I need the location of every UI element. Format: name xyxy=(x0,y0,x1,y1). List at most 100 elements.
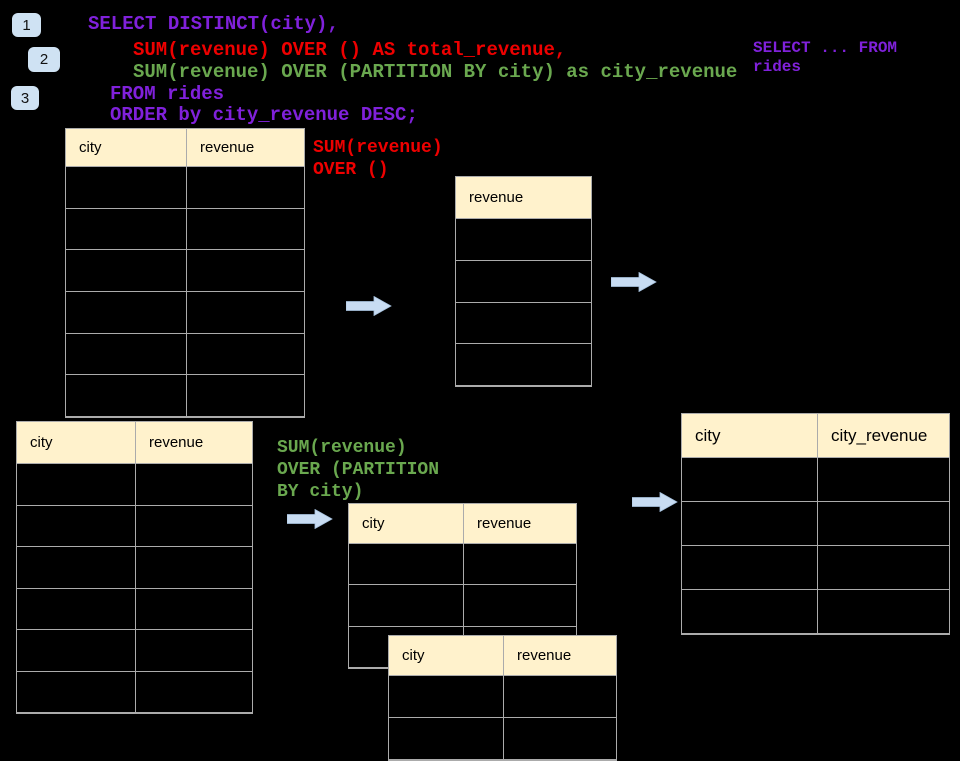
source-table-header-city: city xyxy=(66,129,187,166)
table-empty-cell xyxy=(17,671,136,712)
table-empty-row xyxy=(682,502,949,546)
partition-overlay-table: city revenue xyxy=(388,635,617,761)
table-empty-row xyxy=(17,464,252,506)
table-empty-cell xyxy=(389,718,504,759)
table-empty-cell xyxy=(66,375,187,417)
table-empty-cell xyxy=(818,458,949,501)
total-result-table-header-revenue: revenue xyxy=(456,177,591,218)
table-empty-row xyxy=(66,250,304,293)
sql-line-from: FROM rides xyxy=(110,83,225,105)
table-empty-row xyxy=(66,292,304,334)
total-window-note-line2: OVER () xyxy=(313,160,389,180)
table-empty-cell xyxy=(456,344,591,386)
source-table-header-revenue: revenue xyxy=(187,129,304,166)
table-empty-cell xyxy=(187,333,304,375)
table-empty-cell xyxy=(187,250,304,292)
table-empty-cell xyxy=(66,208,187,250)
table-empty-cell xyxy=(682,458,818,501)
total-window-note: SUM(revenue)OVER () xyxy=(313,137,443,181)
table-empty-cell xyxy=(187,292,304,333)
partition-source-table: city revenue xyxy=(16,421,253,714)
table-empty-cell xyxy=(818,590,949,633)
table-empty-cell xyxy=(389,676,504,717)
arrow-right-icon-total-step2 xyxy=(611,272,657,292)
table-empty-row xyxy=(682,458,949,502)
total-window-note-line1: SUM(revenue) xyxy=(313,138,443,158)
total-result-table-header: revenue xyxy=(456,177,591,219)
table-empty-row xyxy=(66,375,304,417)
arrow-right-icon-total-step1 xyxy=(346,296,392,316)
table-empty-cell xyxy=(17,505,136,546)
table-empty-row xyxy=(17,588,252,630)
arrow-right-icon-partition-step2 xyxy=(632,492,678,512)
partition-window-note-line1: SUM(revenue) xyxy=(277,438,407,458)
table-empty-cell xyxy=(682,546,818,589)
table-empty-row xyxy=(682,546,949,590)
table-empty-row xyxy=(17,671,252,713)
table-empty-cell xyxy=(17,464,136,505)
table-empty-cell xyxy=(187,167,304,208)
table-empty-row xyxy=(682,590,949,634)
table-empty-cell xyxy=(818,546,949,589)
partition-source-table-header: city revenue xyxy=(17,422,252,464)
table-empty-row xyxy=(17,547,252,589)
table-empty-cell xyxy=(187,375,304,417)
table-empty-cell xyxy=(818,502,949,545)
table-empty-cell xyxy=(349,585,464,626)
table-empty-cell xyxy=(66,292,187,333)
table-empty-cell xyxy=(136,588,252,629)
table-empty-cell xyxy=(456,260,591,302)
table-empty-cell xyxy=(682,590,818,633)
sql-line-select: SELECT DISTINCT(city), xyxy=(88,13,339,35)
partition-mid-table-header: city revenue xyxy=(349,504,576,544)
table-empty-row xyxy=(389,676,616,718)
partition-window-note-line3: BY city) xyxy=(277,482,364,502)
final-result-table-body xyxy=(682,458,949,634)
source-table: city revenue xyxy=(65,128,305,418)
final-result-table-header: city city_revenue xyxy=(682,414,949,458)
partition-mid-table-header-city: city xyxy=(349,504,464,543)
table-empty-cell xyxy=(682,502,818,545)
source-query-note-line1: SELECT ... FROM xyxy=(753,39,898,57)
table-empty-cell xyxy=(136,630,252,671)
table-empty-cell xyxy=(66,167,187,208)
total-result-table-body xyxy=(456,219,591,386)
table-empty-cell xyxy=(464,585,576,626)
table-empty-cell xyxy=(136,464,252,505)
table-empty-cell xyxy=(456,302,591,344)
partition-overlay-table-header-revenue: revenue xyxy=(504,636,616,675)
step-badge-3: 3 xyxy=(11,86,39,110)
table-empty-row xyxy=(349,585,576,627)
partition-overlay-table-body xyxy=(389,676,616,760)
table-empty-cell xyxy=(17,547,136,588)
partition-mid-table: city revenue xyxy=(348,503,577,669)
table-empty-row xyxy=(66,333,304,376)
final-result-table: city city_revenue xyxy=(681,413,950,635)
table-empty-cell xyxy=(187,208,304,250)
table-empty-row xyxy=(456,219,591,261)
source-table-header: city revenue xyxy=(66,129,304,167)
table-empty-row xyxy=(389,718,616,760)
final-result-table-header-city-revenue: city_revenue xyxy=(818,414,949,457)
table-empty-cell xyxy=(456,219,591,260)
table-empty-row xyxy=(456,344,591,386)
partition-overlay-table-header-city: city xyxy=(389,636,504,675)
sql-line-city-revenue: SUM(revenue) OVER (PARTITION BY city) as… xyxy=(133,61,738,83)
table-empty-row xyxy=(17,505,252,547)
table-empty-cell xyxy=(136,505,252,546)
source-query-note-line2: rides xyxy=(753,58,802,76)
table-empty-cell xyxy=(464,544,576,585)
final-result-table-header-city: city xyxy=(682,414,818,457)
partition-mid-table-header-revenue: revenue xyxy=(464,504,576,543)
partition-source-table-body xyxy=(17,464,252,713)
table-empty-row xyxy=(349,544,576,586)
table-empty-cell xyxy=(17,630,136,671)
table-empty-cell xyxy=(17,588,136,629)
table-empty-cell xyxy=(66,333,187,375)
step-badge-2: 2 xyxy=(28,47,60,72)
source-table-body xyxy=(66,167,304,417)
partition-overlay-table-header: city revenue xyxy=(389,636,616,676)
table-empty-cell xyxy=(504,676,616,717)
